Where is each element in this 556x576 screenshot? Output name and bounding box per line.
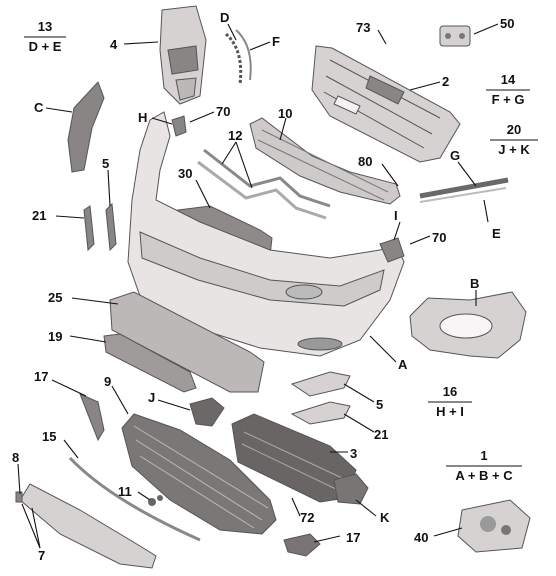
label-7: 7 [38, 548, 45, 563]
part-2-front-panel [311, 45, 461, 163]
part-17-deflector-lower [283, 533, 321, 557]
label-70-right: 70 [432, 230, 446, 245]
label-10: 10 [278, 106, 292, 121]
label-72: 72 [300, 510, 314, 525]
label-4: 4 [110, 37, 118, 52]
part-b-fog-bracket [409, 291, 527, 359]
label-k: K [380, 510, 390, 525]
part-seal-strips-d-f [224, 29, 252, 85]
label-11: 11 [118, 484, 132, 499]
part-k-duct [333, 473, 369, 505]
label-73: 73 [356, 20, 370, 35]
part-12-chrome-strips [197, 148, 331, 220]
label-1: 1 [480, 448, 487, 463]
label-15: 15 [42, 429, 56, 444]
part-5-21-fog-covers [290, 371, 351, 425]
part-40-kit [457, 499, 531, 553]
label-f: F [272, 34, 280, 49]
label-17-left: 17 [34, 369, 48, 384]
label-19: 19 [48, 329, 62, 344]
label-25: 25 [48, 290, 62, 305]
label-5-left: 5 [102, 156, 109, 171]
label-j: J [148, 390, 155, 405]
label-21-left: 21 [32, 208, 46, 223]
label-3: 3 [350, 446, 357, 461]
label-14-sub: F + G [492, 92, 525, 107]
label-80: 80 [358, 154, 372, 169]
label-13-sub: D + E [29, 39, 62, 54]
part-g-e-strips [419, 177, 509, 203]
label-h: H [138, 110, 147, 125]
part-10-upper-grille [249, 117, 401, 205]
fraction-bars [24, 36, 538, 467]
label-20-sub: J + K [498, 142, 530, 157]
label-50: 50 [500, 16, 514, 31]
label-16: 16 [443, 384, 457, 399]
label-70-top: 70 [216, 104, 230, 119]
part-9-grille-mesh [121, 413, 277, 535]
part-11-clips [148, 495, 163, 506]
label-13: 13 [38, 19, 52, 34]
label-9: 9 [104, 374, 111, 389]
label-b: B [470, 276, 479, 291]
part-c-bracket [67, 81, 105, 173]
part-50-clip [439, 25, 471, 47]
label-20: 20 [507, 122, 521, 137]
part-a-bumper-cover [127, 111, 405, 357]
part-5-21-brackets-left [83, 202, 117, 252]
label-5-right: 5 [376, 397, 383, 412]
label-2: 2 [442, 74, 449, 89]
label-1-sub: A + B + C [455, 468, 513, 483]
label-c: C [34, 100, 44, 115]
part-j-bracket [189, 397, 225, 427]
label-e: E [492, 226, 501, 241]
leader-lines [17, 23, 499, 549]
label-16-sub: H + I [436, 404, 464, 419]
label-i: I [394, 208, 398, 223]
label-a: A [398, 357, 408, 372]
part-19-lower-grille [103, 333, 197, 393]
label-d: D [220, 10, 229, 25]
label-g: G [450, 148, 460, 163]
label-40: 40 [414, 530, 428, 545]
part-7-15-lower-spoiler [15, 456, 201, 569]
label-30: 30 [178, 166, 192, 181]
label-21-right: 21 [374, 427, 388, 442]
part-4-air-duct [159, 5, 207, 105]
label-12: 12 [228, 128, 242, 143]
part-h-clip [171, 115, 187, 137]
label-8: 8 [12, 450, 19, 465]
label-17-lower: 17 [346, 530, 360, 545]
part-17-deflector-left [79, 393, 105, 442]
label-14: 14 [501, 72, 516, 87]
